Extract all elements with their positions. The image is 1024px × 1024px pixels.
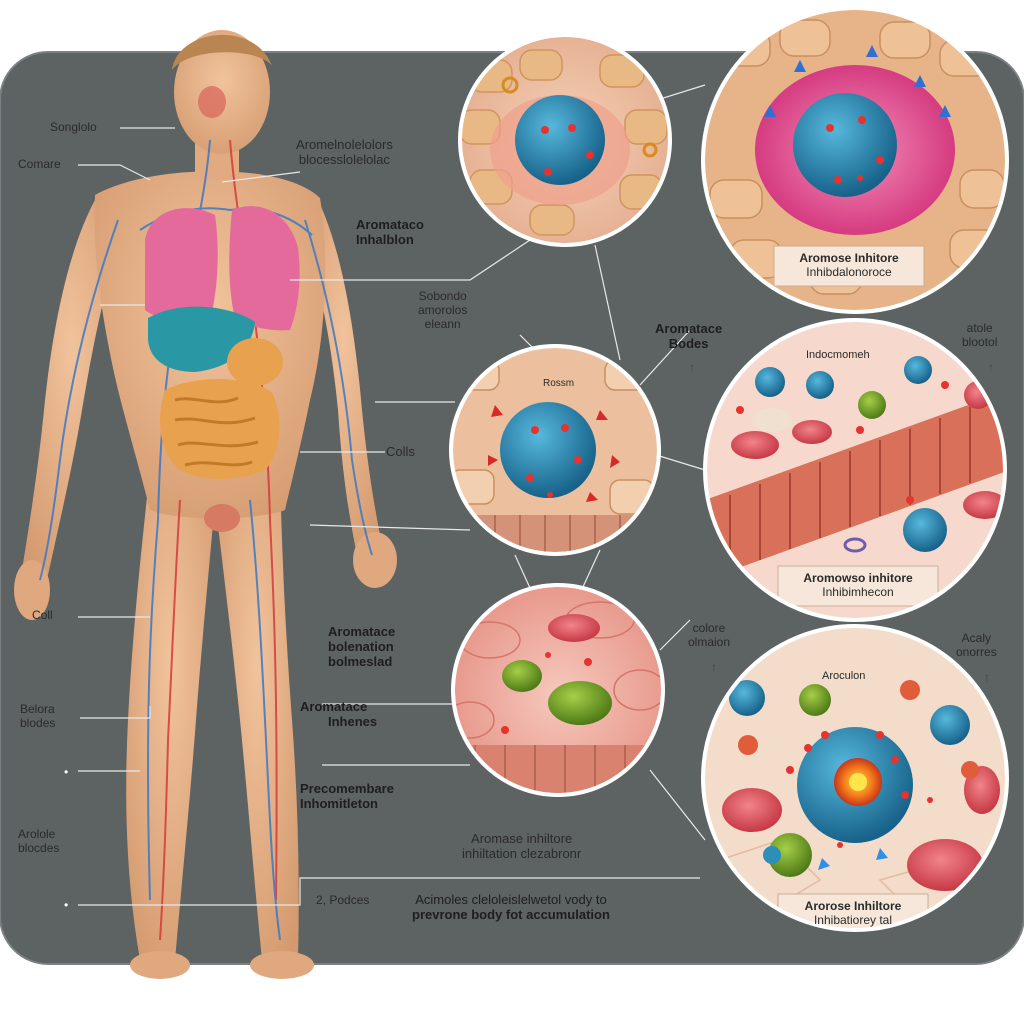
stomach [227,338,283,386]
bubble-vessel-wall [703,318,1007,622]
tag-bubble-4: Indocmomeh [806,349,870,361]
label-precomembare: Precomembare Inhomitleton [300,781,394,811]
label-colore-olmaion: colore olmaion [688,621,731,649]
lung-left [145,208,218,323]
label-aromataco-inhalblon: Aromataco Inhalblon [356,217,424,247]
label-coll: Coll [32,608,53,622]
up-arrow-icon: ↑ [984,670,990,684]
label-songlolo: Songlolo [50,120,97,134]
label-aromatace-inhenes: Aromatace Inhenes [300,699,378,729]
human-figure [14,30,397,979]
label-acaly-onorres: Acaly onorres [956,631,997,659]
label-colls: Colls [386,444,415,459]
label-podces: 2, Podces [316,893,370,907]
label-comare: Comare [18,157,61,171]
label-summary: Acimoles cleloleislelwetol vody to prevr… [412,892,610,922]
label-belora-blodes: Belora blodes [20,702,56,730]
bubble-cell-tissue-1 [458,33,672,247]
up-arrow-icon: ↑ [711,660,717,674]
caption-bubble-6: Arorose Inhiltore Inhibatiorey tal [804,899,902,927]
label-aromatace-bodes: Aromatace Bodes [655,321,723,351]
bubble-cell-tissue-2 [449,344,661,556]
bubble-cell-inhibition [701,624,1009,932]
bullet-dot-2: • [64,898,69,912]
up-arrow-icon: ↑ [988,360,994,374]
bubble-pink-cell [701,6,1009,314]
caption-bubble-4: Aromowso inhitore Inhibimhecon [803,571,913,599]
label-aromelnolelolors: Aromelnolelolors blocesslolelolac [296,137,393,167]
up-arrow-icon: ↑ [689,360,695,374]
label-arolole-blocdes: Arolole blocdes [18,827,60,855]
tag-bubble-3: Rossm [543,378,575,389]
lung-right [229,206,300,331]
label-sobondo: Sobondo amorolos eleann [418,289,468,331]
bullet-dot-1: • [64,765,69,779]
label-atole-blootol: atole blootol [962,321,998,349]
caption-bubble-2: Aromose Inhitore Inhibdalonoroce [799,251,899,279]
leader-lines [78,84,706,906]
label-aromase-inhiltore: Aromase inhiltore inhiltation clezabronr [462,831,582,861]
tag-bubble-6: Aroculon [822,670,866,682]
intestines [160,378,280,479]
label-aromatace-bolenation: Aromatace bolenation bolmeslad [328,624,396,669]
